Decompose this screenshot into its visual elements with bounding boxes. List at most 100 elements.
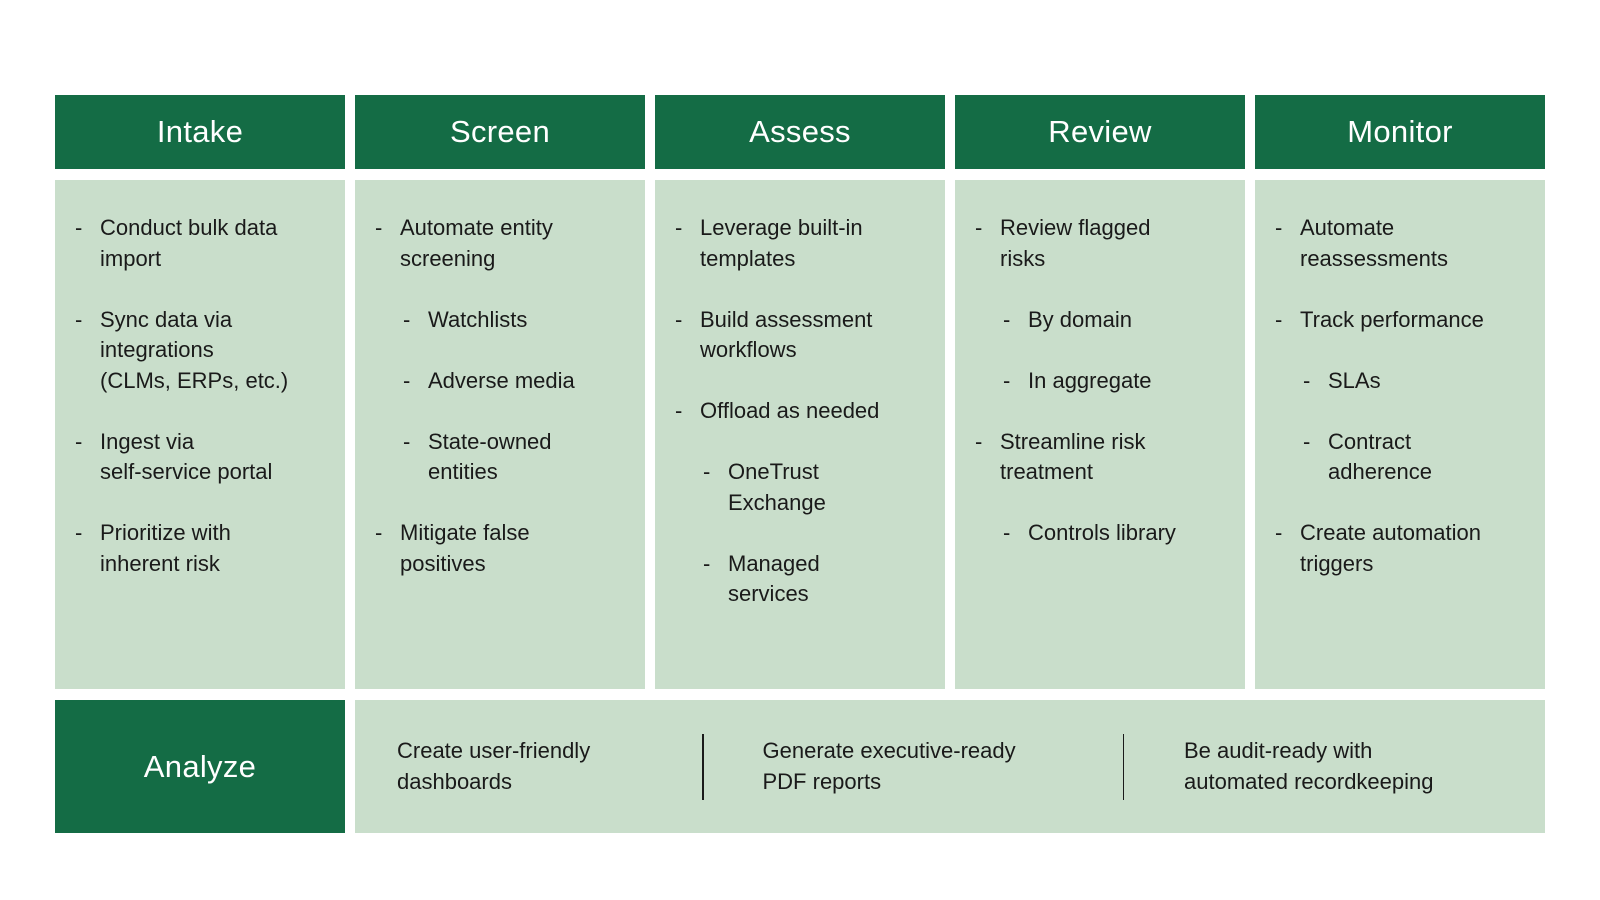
dash-bullet: - [975, 215, 983, 240]
dash-bullet: - [1003, 520, 1011, 545]
list-item: - Create automation triggers [1275, 518, 1533, 579]
column-screen: Screen - Automate entity screening - Wat… [355, 95, 645, 689]
column-title: Screen [449, 114, 551, 149]
dash-bullet: - [1003, 367, 1011, 393]
column-header-assess: Assess [655, 95, 945, 169]
column-title: Review [1048, 114, 1152, 149]
column-body-review: - Review flagged risks - By domain - In … [955, 180, 1245, 689]
analyze-row: Analyze Create user-friendly dashboards … [55, 700, 1545, 833]
sublist-item: - OneTrust Exchange [703, 457, 933, 518]
list-item-text: Build assessment workflows [700, 306, 873, 363]
dash-bullet: - [75, 520, 83, 545]
list-item-text: Automate reassessments [1300, 215, 1448, 271]
list-item: - Automate entity screening [375, 213, 633, 274]
column-intake: Intake - Conduct bulk data import - Sync… [55, 95, 345, 689]
list-item-text: Automate entity screening [400, 215, 553, 271]
list-item: - Build assessment workflows [675, 305, 933, 366]
list-item: - Ingest via self-service portal [75, 427, 333, 488]
list-item: - Leverage built-in templates [675, 213, 933, 274]
sublist-item-text: State-owned entities [428, 428, 552, 485]
dash-bullet: - [403, 306, 411, 332]
analyze-header: Analyze [55, 700, 345, 833]
dash-bullet: - [75, 306, 83, 332]
list-item: - Track performance [1275, 305, 1533, 336]
dash-bullet: - [675, 306, 683, 332]
dash-bullet: - [75, 428, 83, 454]
sublist-item-text: Managed services [728, 550, 820, 607]
sublist-item-text: Watchlists [428, 306, 528, 332]
column-body-screen: - Automate entity screening - Watchlists… [355, 180, 645, 689]
list-item: - Review flagged risks [975, 213, 1233, 274]
sublist-item-text: SLAs [1328, 367, 1381, 393]
dash-bullet: - [375, 215, 383, 240]
sublist-item: - Adverse media [403, 366, 633, 397]
analyze-segment-recordkeeping: Be audit-ready with automated recordkeep… [1184, 738, 1434, 794]
column-review: Review - Review flagged risks - By domai… [955, 95, 1245, 689]
sublist-item: - Managed services [703, 549, 933, 610]
column-header-intake: Intake [55, 95, 345, 169]
list-item: - Mitigate false positives [375, 518, 633, 579]
sublist-item-text: By domain [1028, 306, 1132, 332]
column-header-screen: Screen [355, 95, 645, 169]
dash-bullet: - [1303, 367, 1311, 393]
segment-divider [1122, 733, 1124, 800]
analyze-panel: Create user-friendly dashboards Generate… [355, 700, 1545, 833]
sublist-item: - State-owned entities [403, 427, 633, 488]
list-item-text: Mitigate false positives [400, 520, 530, 576]
list-item: - Automate reassessments [1275, 213, 1533, 274]
dash-bullet: - [975, 428, 983, 454]
list-item: - Streamline risk treatment [975, 427, 1233, 488]
sublist-item-text: Adverse media [428, 367, 575, 393]
dash-bullet: - [375, 520, 383, 545]
dash-bullet: - [1003, 306, 1011, 332]
sublist-item-text: OneTrust Exchange [728, 459, 826, 515]
dash-bullet: - [703, 550, 711, 576]
dash-bullet: - [703, 459, 711, 484]
sublist-item-text: In aggregate [1028, 367, 1152, 393]
dash-bullet: - [75, 215, 83, 240]
list-item-text: Prioritize with inherent risk [100, 520, 231, 576]
column-monitor: Monitor - Automate reassessments - Track… [1255, 95, 1545, 689]
sublist-item: - Watchlists [403, 305, 633, 336]
list-item-text: Streamline risk treatment [1000, 428, 1146, 485]
analyze-segment-reports: Generate executive-ready PDF reports [762, 738, 1016, 794]
column-title: Assess [749, 114, 851, 149]
sublist-item: - In aggregate [1003, 366, 1233, 397]
list-item-text: Track performance [1300, 306, 1484, 332]
list-item-text: Offload as needed [700, 398, 880, 423]
dash-bullet: - [675, 215, 683, 240]
dash-bullet: - [403, 428, 411, 454]
analyze-segment-dashboards: Create user-friendly dashboards [397, 738, 591, 794]
list-item: - Sync data via integrations (CLMs, ERPs… [75, 305, 333, 397]
list-item: - Prioritize with inherent risk [75, 518, 333, 579]
dash-bullet: - [1275, 215, 1283, 240]
column-title: Monitor [1347, 114, 1453, 149]
list-item-text: Conduct bulk data import [100, 215, 278, 271]
dash-bullet: - [1275, 520, 1283, 545]
list-item-text: Create automation triggers [1300, 520, 1481, 576]
sublist-item: - SLAs [1303, 366, 1533, 397]
column-body-intake: - Conduct bulk data import - Sync data v… [55, 180, 345, 689]
dash-bullet: - [1303, 428, 1311, 454]
column-body-assess: - Leverage built-in templates - Build as… [655, 180, 945, 689]
sublist-item-text: Controls library [1028, 520, 1176, 545]
dash-bullet: - [675, 398, 683, 423]
dash-bullet: - [1275, 306, 1283, 332]
sublist-item-text: Contract adherence [1328, 428, 1432, 485]
column-assess: Assess - Leverage built-in templates - B… [655, 95, 945, 689]
list-item: - Offload as needed [675, 396, 933, 427]
sublist-item: - By domain [1003, 305, 1233, 336]
list-item-text: Sync data via integrations (CLMs, ERPs, … [100, 306, 289, 393]
analyze-title: Analyze [143, 748, 257, 784]
sublist-item: - Contract adherence [1303, 427, 1533, 488]
list-item-text: Leverage built-in templates [700, 215, 863, 271]
dash-bullet: - [403, 367, 411, 393]
list-item: - Conduct bulk data import [75, 213, 333, 274]
columns-grid: Intake - Conduct bulk data import - Sync… [55, 95, 1545, 689]
column-title: Intake [156, 114, 244, 149]
column-body-monitor: - Automate reassessments - Track perform… [1255, 180, 1545, 689]
segment-divider [702, 733, 704, 800]
list-item-text: Ingest via self-service portal [100, 428, 273, 485]
list-item-text: Review flagged risks [1000, 215, 1151, 271]
